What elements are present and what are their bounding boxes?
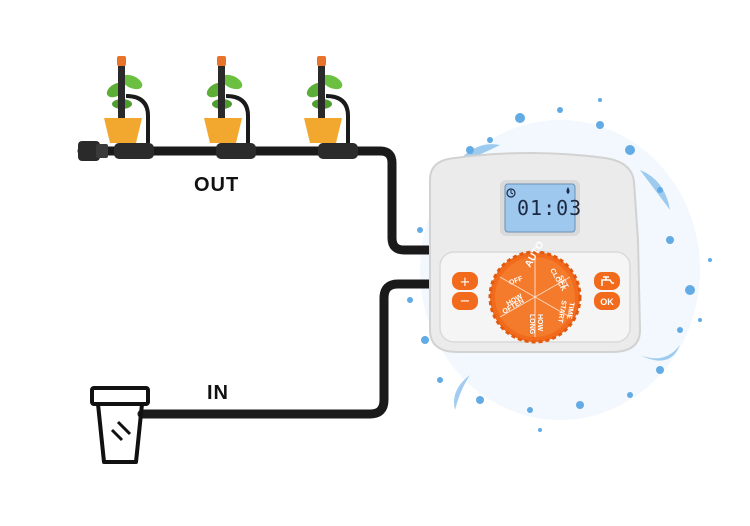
pipe-end-plug <box>78 141 108 161</box>
minus-button[interactable]: − <box>452 292 478 310</box>
minus-label: − <box>460 294 471 309</box>
dial-start: START <box>556 300 567 324</box>
plus-button[interactable]: + <box>452 272 478 290</box>
in-label: IN <box>207 382 229 404</box>
plant-dripper-3 <box>304 56 358 159</box>
clock-icon <box>506 188 516 198</box>
bucket-icon <box>90 386 150 464</box>
dial-off: OFF <box>508 275 524 287</box>
lcd-screen <box>504 183 576 233</box>
lcd-time-readout: 01:03 <box>517 196 583 220</box>
out-pipe <box>77 146 437 255</box>
plant-dripper-1 <box>104 56 154 159</box>
manual-water-button[interactable] <box>594 272 620 290</box>
ok-button[interactable]: OK <box>594 292 620 310</box>
plus-label: + <box>460 275 471 290</box>
tap-icon <box>601 276 614 286</box>
dial-time: TIME <box>565 302 575 320</box>
out-label: OUT <box>194 174 240 196</box>
water-drop-icon <box>566 187 570 194</box>
ok-label: OK <box>600 297 614 307</box>
in-pipe <box>137 279 437 419</box>
dial-how-long-2: LONG <box>528 314 535 335</box>
plant-dripper-2 <box>204 56 256 159</box>
dial-how-long-1: HOW <box>536 314 543 332</box>
